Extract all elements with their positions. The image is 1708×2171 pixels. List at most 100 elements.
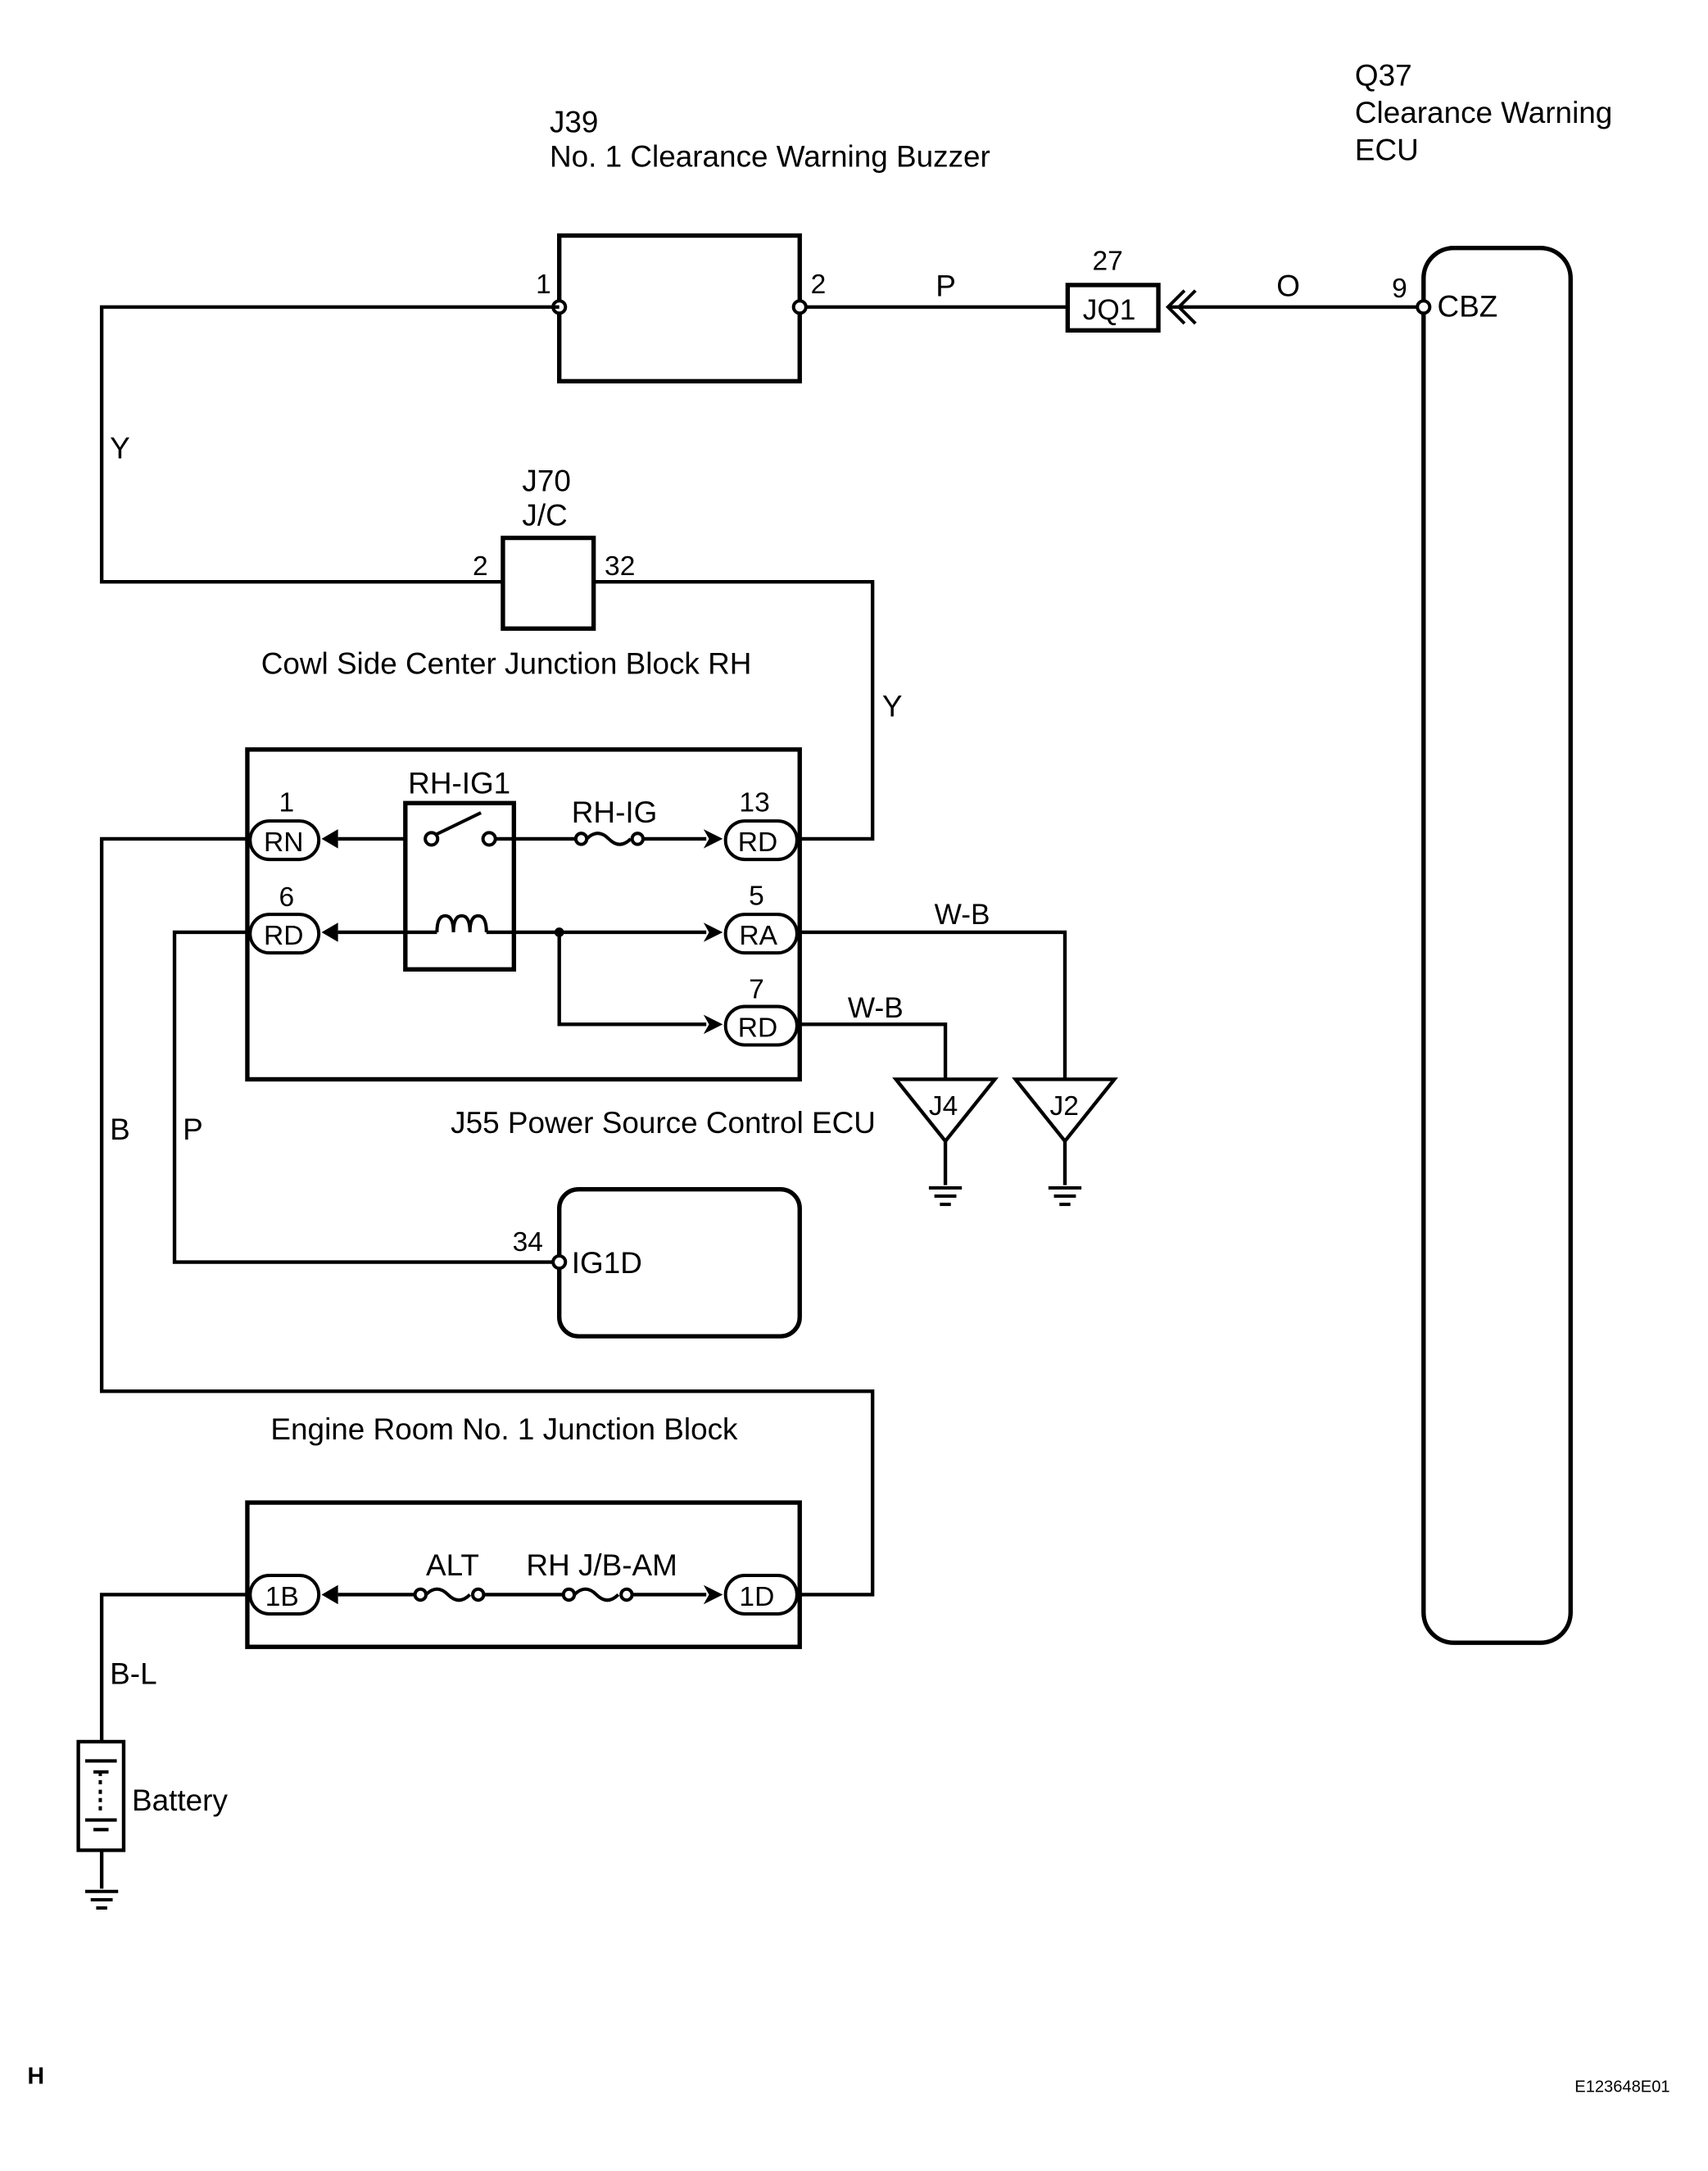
wire-internal (557, 931, 707, 1027)
ig1d-pin (551, 1253, 568, 1271)
wire-1b-to-battery (99, 1593, 251, 1742)
footer-left-code: H (28, 2064, 45, 2090)
connector-number: 27 (1093, 246, 1123, 276)
relay-rh-ig1 (403, 800, 517, 972)
ground-point-j4 (892, 1077, 999, 1144)
fuse-terminal-icon (630, 832, 646, 846)
ecu-id: Q37 (1355, 59, 1412, 93)
ground-j2-label: J2 (1050, 1091, 1079, 1122)
ecu-name-line2: ECU (1355, 133, 1419, 166)
fuse-rh-jb-am-label: RH J/B-AM (526, 1548, 677, 1582)
arrow-right-icon (703, 829, 723, 849)
wire-color-y-right: Y (882, 690, 903, 723)
fuse-terminal-icon (413, 1587, 428, 1602)
relay-switch-contact-icon (424, 831, 440, 847)
battery-label: Battery (132, 1783, 228, 1817)
pin-rn-label: RN (264, 827, 303, 858)
pin-1b-label: 1B (265, 1582, 299, 1612)
pin-rd6 (248, 913, 321, 955)
fuse-terminal-icon (573, 832, 589, 846)
relay-switch-contact-icon (481, 831, 497, 847)
wire-color-p-left: P (183, 1113, 203, 1146)
jc-pin-right: 32 (605, 551, 635, 582)
pin-1d (723, 1573, 799, 1616)
wire-color-bl: B-L (110, 1657, 156, 1691)
buzzer-name: No. 1 Clearance Warning Buzzer (550, 140, 990, 174)
arrow-right-icon (703, 1584, 723, 1605)
ig1d-terminal-label: IG1D (572, 1246, 642, 1280)
relay-coil-icon (435, 913, 488, 932)
wire-color-y-left: Y (110, 431, 130, 465)
buzzer-pin2-number: 2 (811, 270, 827, 300)
battery-icon (76, 1739, 126, 1852)
ecu-pin-cbz (1416, 299, 1432, 315)
relay-switch-blade-icon (434, 811, 482, 836)
arrow-left-icon (321, 922, 338, 942)
wire-rd6-to-ig1d (172, 930, 560, 1264)
buzzer-pin2 (791, 299, 808, 315)
connector-jq1-label: JQ1 (1083, 294, 1136, 326)
footer-figure-id: E123648E01 (1574, 2078, 1669, 2096)
ig1d-pin-number: 34 (513, 1227, 543, 1258)
jc-box (501, 535, 596, 631)
wire-jc-to-rd13 (593, 580, 875, 841)
power-source-ecu-box (245, 747, 802, 1082)
fuse-rh-jb-am-icon (573, 1587, 620, 1602)
wire-buzzer-to-jc (99, 305, 560, 584)
jc-name: J/C (522, 498, 567, 532)
pin-ra-number: 5 (749, 881, 764, 911)
relay-label: RH-IG1 (408, 767, 510, 800)
pin-rd6-number: 6 (279, 882, 295, 913)
arrow-right-icon (703, 1014, 723, 1035)
pin-1d-label: 1D (739, 1582, 774, 1612)
wire-color-p-top: P (936, 269, 956, 302)
jc-block-name: Cowl Side Center Junction Block RH (261, 647, 752, 681)
jc-pin-left: 2 (473, 551, 488, 582)
battery-cell-icon (84, 1759, 117, 1832)
fuse-terminal-icon (561, 1587, 577, 1602)
wire-ra-to-j2 (796, 930, 1067, 1080)
pin-rd7-number: 7 (749, 974, 764, 1004)
fuse-alt-label: ALT (426, 1548, 479, 1582)
engine-block-name: Engine Room No. 1 Junction Block (270, 1412, 738, 1446)
wire-color-b: B (110, 1113, 130, 1146)
power-ecu-name: J55 Power Source Control ECU (451, 1106, 876, 1140)
fuse-terminal-icon (619, 1587, 634, 1602)
ground-icon (84, 1889, 119, 1910)
fuse-icon (585, 832, 632, 846)
ground-j4-label: J4 (929, 1091, 958, 1122)
wire-color-wb-ra: W-B (935, 899, 990, 931)
arrow-left-icon (321, 1584, 338, 1605)
buzzer-pin1-number: 1 (536, 270, 551, 300)
ground-point-j2 (1012, 1077, 1118, 1144)
connector-jq1 (1065, 283, 1161, 333)
fuse-alt-icon (424, 1587, 472, 1602)
jc-id: J70 (522, 465, 570, 498)
pin-rd13-label: RD (738, 827, 777, 858)
pin-rd13-number: 13 (739, 787, 769, 818)
ecu-terminal-label: CBZ (1438, 289, 1498, 323)
pin-rd6-label: RD (264, 921, 303, 951)
buzzer-box (557, 233, 802, 384)
ecu-name-line1: Clearance Warning (1355, 96, 1612, 129)
pin-rn (248, 819, 321, 862)
fuse-terminal-icon (471, 1587, 486, 1602)
clearance-warning-ecu-box (1421, 245, 1573, 1645)
fuse-rh-ig-label: RH-IG (572, 795, 658, 829)
buzzer-id: J39 (550, 106, 598, 139)
wire-color-o: O (1276, 269, 1300, 302)
ecu-pin-number: 9 (1392, 274, 1407, 304)
arrow-right-icon (703, 922, 723, 942)
pin-1b (248, 1573, 321, 1616)
pin-rd7-label: RD (738, 1013, 777, 1043)
wire-color-wb-rd7: W-B (848, 992, 904, 1024)
wire-rd7-to-j4 (796, 1022, 948, 1080)
ground-icon (1048, 1185, 1082, 1207)
arrow-left-icon (321, 829, 338, 849)
pin-ra-label: RA (739, 921, 777, 951)
pin-rn-number: 1 (279, 787, 295, 818)
engine-room-junction-block (245, 1500, 802, 1649)
pin-rd13 (723, 819, 799, 862)
wire-rn-to-1d (99, 836, 875, 1597)
